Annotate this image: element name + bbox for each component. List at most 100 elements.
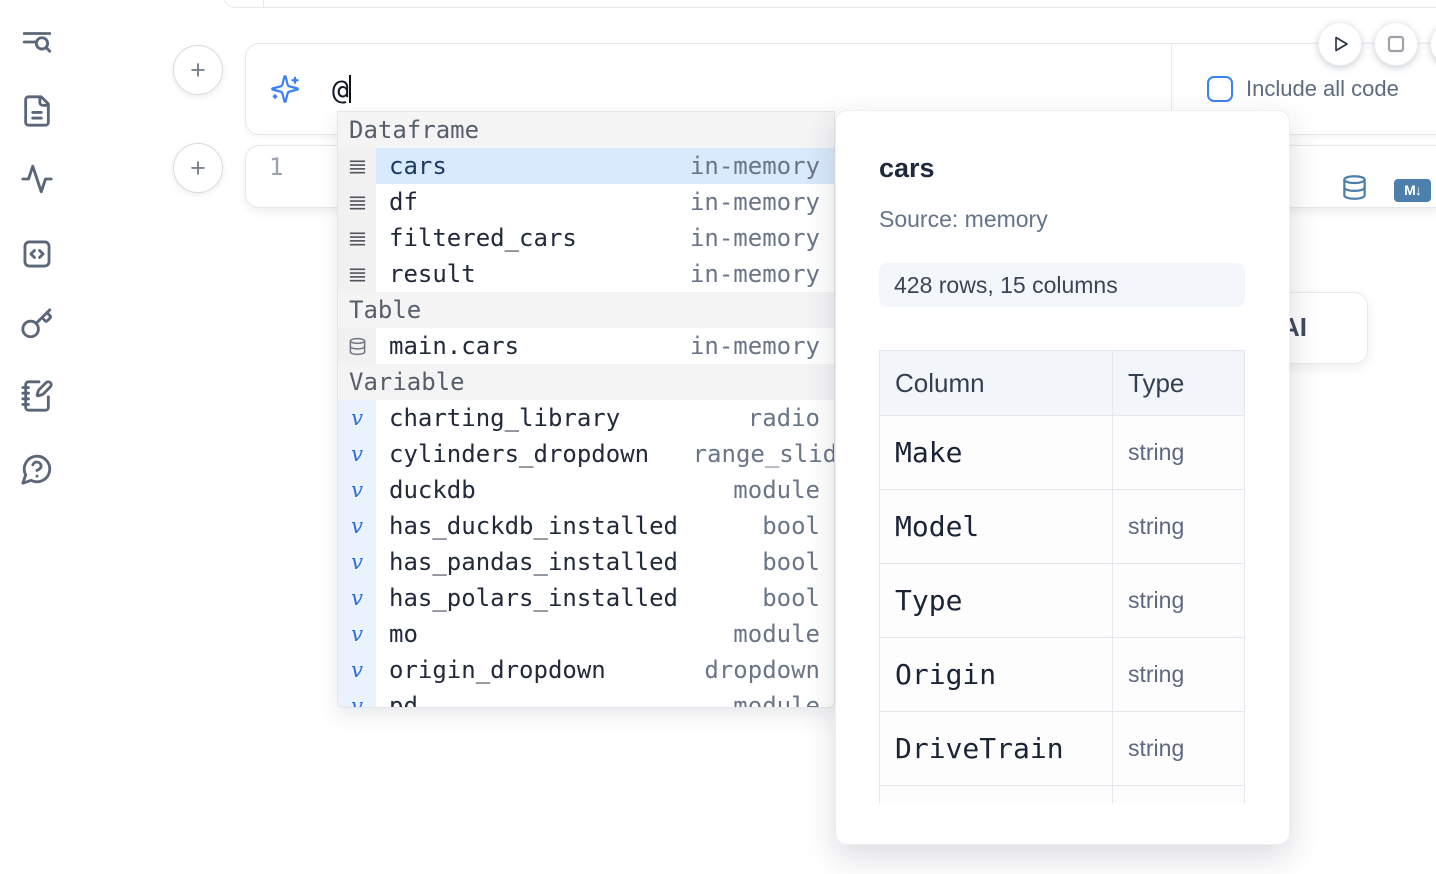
autocomplete-item-gutter: v bbox=[338, 400, 376, 436]
preview-summary-badge: 428 rows, 15 columns bbox=[879, 263, 1245, 307]
table-row bbox=[880, 785, 1244, 803]
autocomplete-item-gutter: v bbox=[338, 616, 376, 652]
dataframe-preview-panel: cars Source: memory 428 rows, 15 columns… bbox=[835, 110, 1290, 845]
autocomplete-item[interactable]: result in-memory bbox=[338, 256, 834, 292]
help-icon[interactable] bbox=[20, 452, 54, 486]
table-row: Type string bbox=[880, 563, 1244, 637]
autocomplete-item-gutter bbox=[338, 256, 376, 292]
variable-icon: v bbox=[351, 514, 363, 538]
variable-icon: v bbox=[351, 658, 363, 682]
table-row: Model string bbox=[880, 489, 1244, 563]
autocomplete-item-gutter bbox=[338, 328, 376, 364]
variable-icon: v bbox=[351, 478, 363, 502]
add-cell-button-bottom[interactable]: + bbox=[173, 143, 223, 193]
autocomplete-item-gutter: v bbox=[338, 544, 376, 580]
scratchpad-icon[interactable] bbox=[20, 379, 54, 413]
dataframe-rows-icon bbox=[349, 159, 365, 173]
autocomplete-item[interactable]: cars in-memory bbox=[338, 148, 834, 184]
variable-icon: v bbox=[351, 406, 363, 430]
autocomplete-section-header: Table bbox=[338, 292, 834, 328]
ai-prompt-input[interactable]: @ bbox=[246, 44, 1171, 134]
autocomplete-item-name: cars bbox=[389, 152, 447, 180]
activity-icon[interactable] bbox=[20, 162, 54, 196]
autocomplete-item-type: module bbox=[733, 620, 820, 648]
prompt-text: @ bbox=[332, 72, 349, 106]
code-snippets-icon[interactable] bbox=[20, 237, 54, 271]
autocomplete-item-name: mo bbox=[389, 620, 418, 648]
markdown-convert-icon[interactable]: M↓ bbox=[1394, 178, 1431, 202]
column-type-cell: string bbox=[1128, 587, 1185, 613]
database-icon[interactable] bbox=[1341, 174, 1368, 206]
autocomplete-item-type: in-memory bbox=[689, 260, 820, 288]
preview-title: cars bbox=[879, 153, 935, 183]
variable-icon: v bbox=[351, 442, 363, 466]
previous-cell-divider bbox=[263, 0, 264, 7]
sparkles-ai-icon bbox=[270, 74, 300, 104]
autocomplete-item-type: range_slider bbox=[692, 440, 834, 468]
autocomplete-item-name: has_polars_installed bbox=[389, 584, 678, 612]
column-type-cell: string bbox=[1128, 735, 1185, 761]
autocomplete-item-type: bool bbox=[762, 512, 820, 540]
sidebar bbox=[0, 0, 72, 874]
column-type-cell: string bbox=[1128, 513, 1185, 539]
file-document-icon[interactable] bbox=[20, 94, 54, 128]
autocomplete-item-type: in-memory bbox=[689, 152, 820, 180]
autocomplete-item[interactable]: v has_duckdb_installed bool bbox=[338, 508, 834, 544]
autocomplete-item[interactable]: v cylinders_dropdown range_slider bbox=[338, 436, 834, 472]
run-cell-button[interactable] bbox=[1318, 22, 1362, 66]
autocomplete-item-name: cylinders_dropdown bbox=[389, 440, 650, 468]
autocomplete-item-type: radio bbox=[747, 404, 820, 432]
autocomplete-item-gutter: v bbox=[338, 580, 376, 616]
autocomplete-item-name: filtered_cars bbox=[389, 224, 577, 252]
column-type-cell: string bbox=[1128, 439, 1185, 465]
keys-icon[interactable] bbox=[20, 307, 54, 341]
include-all-code-checkbox[interactable] bbox=[1207, 76, 1233, 102]
autocomplete-item-type: in-memory bbox=[689, 188, 820, 216]
autocomplete-item[interactable]: v has_polars_installed bool bbox=[338, 580, 834, 616]
autocomplete-item[interactable]: v mo module bbox=[338, 616, 834, 652]
autocomplete-item-name: has_duckdb_installed bbox=[389, 512, 678, 540]
previous-cell-fragment bbox=[222, 0, 1436, 8]
add-cell-button-top[interactable]: + bbox=[173, 45, 223, 95]
column-header: Column bbox=[895, 367, 985, 398]
play-icon bbox=[1328, 32, 1352, 56]
autocomplete-item-name: main.cars bbox=[389, 332, 520, 360]
autocomplete-item-name: result bbox=[389, 260, 476, 288]
stop-cell-button[interactable] bbox=[1374, 22, 1418, 66]
column-name-cell: Model bbox=[895, 510, 980, 543]
autocomplete-section-header: Variable bbox=[338, 364, 834, 400]
ai-cell-divider bbox=[1171, 44, 1172, 134]
dataframe-rows-icon bbox=[349, 267, 365, 281]
autocomplete-item-gutter bbox=[338, 148, 376, 184]
variable-icon: v bbox=[351, 550, 363, 574]
autocomplete-item-name: origin_dropdown bbox=[389, 656, 606, 684]
autocomplete-item-type: bool bbox=[762, 584, 820, 612]
autocomplete-item-name: has_pandas_installed bbox=[389, 548, 678, 576]
autocomplete-item-gutter: v bbox=[338, 472, 376, 508]
column-type-cell: string bbox=[1128, 661, 1185, 687]
autocomplete-item-gutter: v bbox=[338, 688, 376, 707]
column-name-cell: Type bbox=[895, 584, 963, 617]
autocomplete-item-gutter: v bbox=[338, 436, 376, 472]
variable-icon: v bbox=[351, 622, 363, 646]
type-header: Type bbox=[1128, 367, 1185, 398]
autocomplete-item-gutter bbox=[338, 220, 376, 256]
line-number: 1 bbox=[269, 153, 284, 181]
autocomplete-item-gutter: v bbox=[338, 652, 376, 688]
autocomplete-item-type: module bbox=[733, 692, 820, 708]
autocomplete-item-type: module bbox=[733, 476, 820, 504]
table-of-contents-search-icon[interactable] bbox=[20, 25, 54, 59]
